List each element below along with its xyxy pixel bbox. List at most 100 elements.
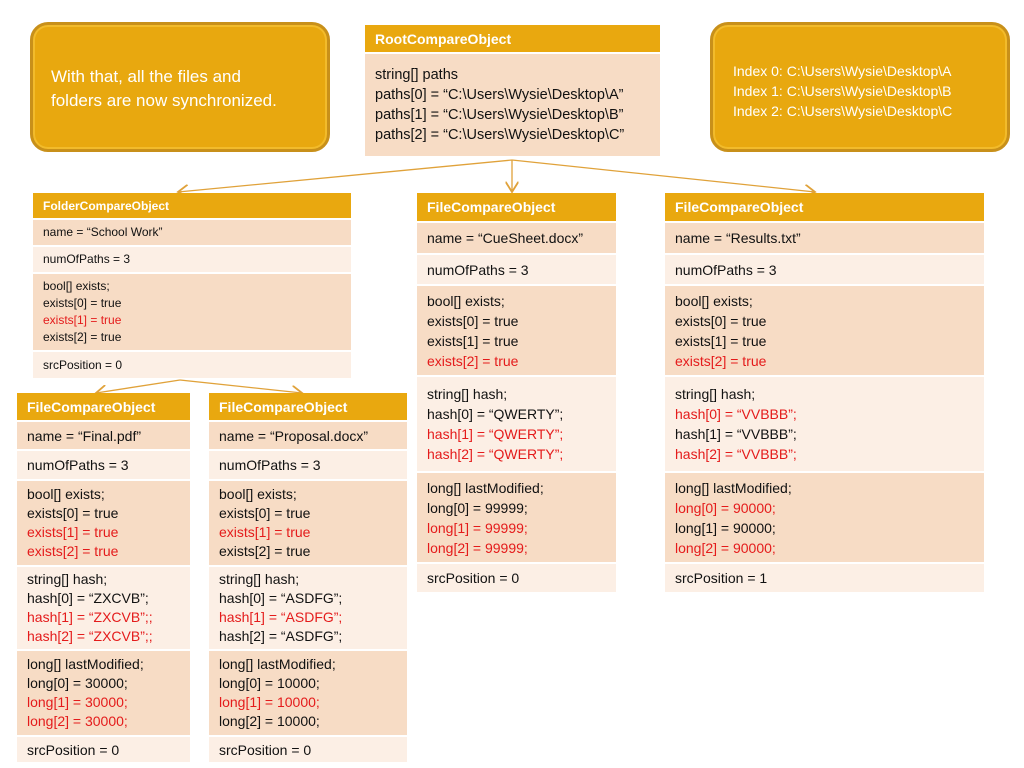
results-hash-decl: string[] hash; bbox=[675, 386, 756, 402]
results-modified-decl: long[] lastModified; bbox=[675, 479, 792, 496]
proposal-hash-decl: string[] hash; bbox=[219, 571, 300, 587]
cuesheet-modified-2: long[2] = 99999; bbox=[427, 539, 528, 556]
folder-name-row: name = “School Work” bbox=[33, 218, 351, 245]
root-title: RootCompareObject bbox=[365, 25, 660, 52]
results-modified-row: long[] lastModified; long[0] = 90000; lo… bbox=[665, 471, 984, 562]
cuesheet-exists-row: bool[] exists; exists[0] = true exists[1… bbox=[417, 284, 616, 375]
results-exists-1: exists[1] = true bbox=[675, 332, 767, 349]
proposal-hash-2: hash[2] = “ASDFG”; bbox=[219, 628, 343, 644]
proposal-modified-decl: long[] lastModified; bbox=[219, 656, 336, 672]
connector-root-to-folder bbox=[178, 159, 513, 192]
final-hash-0: hash[0] = “ZXCVB”; bbox=[27, 590, 149, 606]
cuesheet-title: FileCompareObject bbox=[417, 193, 616, 221]
cuesheet-src: srcPosition = 0 bbox=[427, 570, 520, 586]
proposal-title: FileCompareObject bbox=[209, 393, 407, 420]
index-line-2: Index 2: C:\Users\Wysie\Desktop\C bbox=[733, 103, 953, 119]
results-numpaths: numOfPaths = 3 bbox=[675, 261, 777, 278]
final-exists-row: bool[] exists; exists[0] = true exists[1… bbox=[17, 479, 190, 565]
results-exists-2: exists[2] = true bbox=[675, 352, 767, 369]
results-exists-row: bool[] exists; exists[0] = true exists[1… bbox=[665, 284, 984, 375]
results-name-row: name = “Results.txt” bbox=[665, 221, 984, 253]
cuesheet-src-row: srcPosition = 0 bbox=[417, 562, 616, 592]
final-exists-0: exists[0] = true bbox=[27, 505, 119, 521]
final-exists-1: exists[1] = true bbox=[27, 524, 119, 540]
final-modified-decl: long[] lastModified; bbox=[27, 656, 144, 672]
root-compare-object: RootCompareObject string[] paths paths[0… bbox=[365, 25, 660, 156]
proposal-exists-1: exists[1] = true bbox=[219, 524, 311, 540]
results-exists-decl: bool[] exists; bbox=[675, 292, 753, 309]
note-line-1: With that, all the files and bbox=[51, 67, 241, 86]
proposal-hash-row: string[] hash; hash[0] = “ASDFG”; hash[1… bbox=[209, 565, 407, 649]
folder-numpaths-row: numOfPaths = 3 bbox=[33, 245, 351, 272]
root-paths-line-0: string[] paths bbox=[375, 67, 459, 83]
final-hash-decl: string[] hash; bbox=[27, 571, 108, 587]
connector-folder-to-final bbox=[96, 379, 181, 393]
cuesheet-exists-2: exists[2] = true bbox=[427, 352, 519, 369]
cuesheet-modified-row: long[] lastModified; long[0] = 99999; lo… bbox=[417, 471, 616, 562]
final-exists-decl: bool[] exists; bbox=[27, 486, 105, 502]
final-src-row: srcPosition = 0 bbox=[17, 735, 190, 762]
cuesheet-numpaths-row: numOfPaths = 3 bbox=[417, 253, 616, 284]
folder-compare-object: FolderCompareObject name = “School Work”… bbox=[33, 193, 351, 378]
final-modified-1: long[1] = 30000; bbox=[27, 694, 128, 710]
path-index-callout: Index 0: C:\Users\Wysie\Desktop\A Index … bbox=[710, 22, 1010, 152]
final-exists-2: exists[2] = true bbox=[27, 543, 119, 559]
proposal-exists-2: exists[2] = true bbox=[219, 543, 311, 559]
proposal-name-row: name = “Proposal.docx” bbox=[209, 420, 407, 449]
folder-exists-1: exists[1] = true bbox=[43, 313, 122, 327]
proposal-name: name = “Proposal.docx” bbox=[219, 427, 369, 444]
final-hash-2: hash[2] = “ZXCVB”;; bbox=[27, 628, 153, 644]
results-exists-0: exists[0] = true bbox=[675, 312, 767, 329]
results-src: srcPosition = 1 bbox=[675, 570, 768, 586]
results-title: FileCompareObject bbox=[665, 193, 984, 221]
folder-src: srcPosition = 0 bbox=[43, 357, 123, 372]
results-modified-2: long[2] = 90000; bbox=[675, 539, 776, 556]
results-name: name = “Results.txt” bbox=[675, 230, 801, 246]
final-title: FileCompareObject bbox=[17, 393, 190, 420]
proposal-modified-row: long[] lastModified; long[0] = 10000; lo… bbox=[209, 649, 407, 735]
cuesheet-modified-decl: long[] lastModified; bbox=[427, 479, 544, 496]
results-numpaths-row: numOfPaths = 3 bbox=[665, 253, 984, 284]
final-name: name = “Final.pdf” bbox=[27, 427, 141, 444]
final-numpaths: numOfPaths = 3 bbox=[27, 457, 129, 473]
cuesheet-numpaths: numOfPaths = 3 bbox=[427, 261, 529, 278]
final-modified-row: long[] lastModified; long[0] = 30000; lo… bbox=[17, 649, 190, 735]
cuesheet-modified-1: long[1] = 99999; bbox=[427, 519, 528, 536]
folder-exists-row: bool[] exists; exists[0] = true exists[1… bbox=[33, 272, 351, 350]
results-modified-1: long[1] = 90000; bbox=[675, 519, 776, 536]
folder-name: name = “School Work” bbox=[43, 225, 163, 239]
cuesheet-hash-1: hash[1] = “QWERTY”; bbox=[427, 426, 564, 442]
folder-src-row: srcPosition = 0 bbox=[33, 350, 351, 378]
index-line-0: Index 0: C:\Users\Wysie\Desktop\A bbox=[733, 63, 952, 79]
results-file-compare-object: FileCompareObject name = “Results.txt” n… bbox=[665, 193, 984, 592]
proposal-exists-0: exists[0] = true bbox=[219, 505, 311, 521]
root-paths-line-2: paths[1] = “C:\Users\Wysie\Desktop\B” bbox=[375, 107, 624, 123]
root-paths-line-1: paths[0] = “C:\Users\Wysie\Desktop\A” bbox=[375, 87, 624, 103]
results-hash-row: string[] hash; hash[0] = “VVBBB”; hash[1… bbox=[665, 375, 984, 471]
proposal-exists-row: bool[] exists; exists[0] = true exists[1… bbox=[209, 479, 407, 565]
root-paths-line-3: paths[2] = “C:\Users\Wysie\Desktop\C” bbox=[375, 127, 625, 143]
proposal-exists-decl: bool[] exists; bbox=[219, 486, 297, 502]
cuesheet-modified-0: long[0] = 99999; bbox=[427, 499, 528, 516]
cuesheet-exists-0: exists[0] = true bbox=[427, 312, 519, 329]
root-paths-row: string[] paths paths[0] = “C:\Users\Wysi… bbox=[365, 52, 660, 156]
cuesheet-hash-row: string[] hash; hash[0] = “QWERTY”; hash[… bbox=[417, 375, 616, 471]
results-hash-0: hash[0] = “VVBBB”; bbox=[675, 406, 797, 422]
proposal-hash-1: hash[1] = “ASDFG”; bbox=[219, 609, 343, 625]
proposal-src: srcPosition = 0 bbox=[219, 741, 312, 758]
cuesheet-exists-decl: bool[] exists; bbox=[427, 292, 505, 309]
proposal-modified-0: long[0] = 10000; bbox=[219, 675, 320, 691]
proposal-modified-1: long[1] = 10000; bbox=[219, 694, 320, 710]
cuesheet-name-row: name = “CueSheet.docx” bbox=[417, 221, 616, 253]
results-src-row: srcPosition = 1 bbox=[665, 562, 984, 592]
final-numpaths-row: numOfPaths = 3 bbox=[17, 449, 190, 479]
results-hash-2: hash[2] = “VVBBB”; bbox=[675, 446, 797, 462]
folder-exists-0: exists[0] = true bbox=[43, 296, 122, 310]
index-line-1: Index 1: C:\Users\Wysie\Desktop\B bbox=[733, 83, 952, 99]
final-file-compare-object: FileCompareObject name = “Final.pdf” num… bbox=[17, 393, 190, 762]
final-modified-0: long[0] = 30000; bbox=[27, 675, 128, 691]
connector-root-to-results bbox=[511, 159, 815, 192]
final-hash-row: string[] hash; hash[0] = “ZXCVB”; hash[1… bbox=[17, 565, 190, 649]
final-src: srcPosition = 0 bbox=[27, 741, 120, 758]
